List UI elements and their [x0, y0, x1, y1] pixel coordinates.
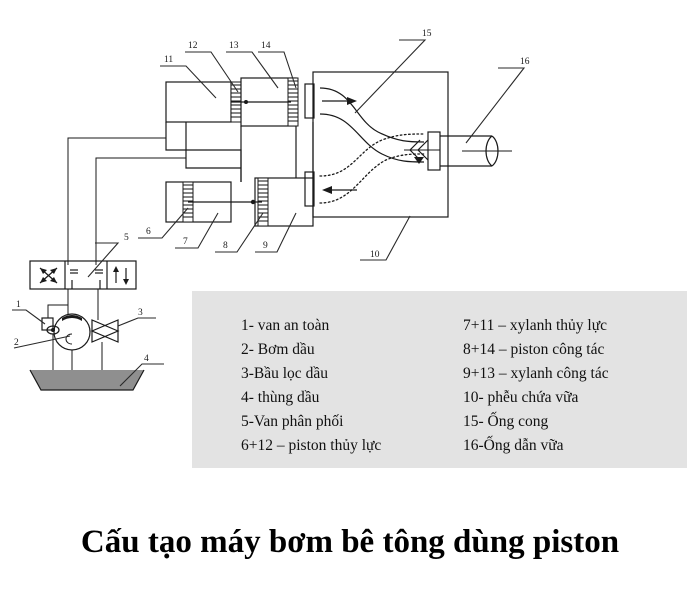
- leader-line-11: [160, 65, 217, 99]
- callout-number-6: 6: [146, 227, 151, 237]
- callout-number-3: 3: [138, 308, 143, 318]
- valve-updown-arrows-icon: [113, 266, 129, 285]
- callout-number-10: 10: [370, 250, 380, 260]
- curved-pipe-upper-top-edge: [319, 87, 425, 143]
- oil-tank-4: [29, 369, 145, 391]
- oil-tank-oil-fill: [30, 370, 144, 390]
- leader-line-7: [175, 212, 219, 249]
- legend-left-item-1: 1- van an toàn: [241, 317, 329, 334]
- callout-number-9: 9: [263, 241, 268, 251]
- hydraulic-line-right: [95, 157, 186, 265]
- callout-number-12: 12: [188, 41, 198, 51]
- hopper-flow-arrow-upper: [322, 97, 357, 105]
- leader-line-6: [138, 207, 189, 239]
- legend-background: [192, 291, 687, 468]
- leader-line-15: [354, 39, 427, 114]
- legend-right-item-5: 15- Ống cong: [463, 412, 548, 430]
- oil-tank-wall: [29, 369, 145, 391]
- hydraulic-line-left: [67, 137, 166, 265]
- hopper-port-upper: [304, 83, 315, 119]
- callout-number-4: 4: [144, 354, 149, 364]
- legend-right-item-6: 16-Ống dẫn vữa: [463, 436, 564, 454]
- distribution-valve-5: [29, 260, 137, 290]
- callout-number-5: 5: [124, 233, 129, 243]
- curved-pipe-upper-bottom-edge: [319, 113, 425, 163]
- legend-panel: 1- van an toàn 2- Bơm dầu 3-Bầu lọc dầu …: [192, 291, 687, 468]
- legend-left-item-5: 5-Van phân phối: [241, 413, 344, 430]
- hopper-port-lower: [304, 171, 315, 207]
- hopper-flow-arrow-lower: [322, 186, 357, 194]
- leader-line-9: [255, 212, 297, 253]
- upper-cylinder-assembly: [165, 77, 299, 127]
- callout-number-11: 11: [164, 55, 173, 65]
- legend-left-item-2: 2- Bơm dầu: [241, 341, 315, 358]
- filter-cone-right: [91, 319, 120, 343]
- legend-right-item-1: 7+11 – xylanh thủy lực: [463, 317, 607, 334]
- upper-rod-joint: [244, 100, 248, 104]
- discharge-pipe-group: [427, 131, 512, 171]
- safety-valve-pilot-line: [47, 304, 68, 318]
- callout-number-15: 15: [422, 29, 432, 39]
- legend-right-item-2: 8+14 – piston công tác: [463, 341, 604, 358]
- callout-leaders-group: 11 12 13 14 15 16 10 6 7 8 9 5: [12, 29, 530, 387]
- leader-line-5: [87, 242, 120, 278]
- callout-number-14: 14: [261, 41, 271, 51]
- callout-number-2: 2: [14, 338, 19, 348]
- leader-line-1: [12, 309, 46, 325]
- lower-cylinder-assembly: [165, 177, 314, 227]
- valve-neutral-position-icon: [70, 269, 103, 289]
- leader-line-12: [185, 51, 239, 93]
- legend-right-item-3: 9+13 – xylanh công tác: [463, 365, 609, 382]
- leader-line-14: [258, 51, 297, 89]
- cylinder-manifold-links: [165, 122, 314, 182]
- lower-rod-joint: [250, 199, 256, 205]
- callout-number-7: 7: [183, 237, 188, 247]
- pump-impeller-hook: [65, 333, 73, 345]
- figure-title: Cấu tạo máy bơm bê tông dùng piston: [81, 524, 619, 560]
- outlet-chevron-icon: [404, 139, 440, 164]
- curved-pipe-lower-top-edge-dotted: [319, 133, 425, 177]
- pump-outlet-marker: [62, 314, 82, 321]
- hydraulic-supply-lines: [67, 137, 186, 265]
- leader-line-13: [226, 51, 279, 89]
- leader-line-2: [13, 335, 71, 349]
- callout-number-13: 13: [229, 41, 239, 51]
- leader-line-3: [117, 317, 156, 327]
- legend-right-item-4: 10- phễu chứa vữa: [463, 389, 578, 406]
- legend-left-item-6: 6+12 – piston thủy lực: [241, 437, 381, 454]
- legend-left-item-4: 4- thùng dầu: [241, 389, 320, 406]
- legend-left-item-3: 3-Bầu lọc dầu: [241, 365, 328, 382]
- curved-pipe-lower-bottom-edge-dotted: [319, 153, 425, 204]
- callout-number-1: 1: [16, 300, 21, 310]
- callout-number-16: 16: [520, 57, 530, 67]
- callout-number-8: 8: [223, 241, 228, 251]
- valve-crossed-arrows-icon: [39, 267, 58, 284]
- discharge-pipe-flange: [427, 131, 441, 171]
- working-piston-seal-8: [257, 177, 269, 227]
- valve-block-body: [29, 260, 137, 290]
- leader-line-10: [360, 215, 411, 261]
- leader-line-4: [119, 363, 164, 387]
- leader-line-8: [215, 212, 264, 253]
- manifold-inner-link: [185, 122, 241, 169]
- leader-line-16: [465, 67, 526, 144]
